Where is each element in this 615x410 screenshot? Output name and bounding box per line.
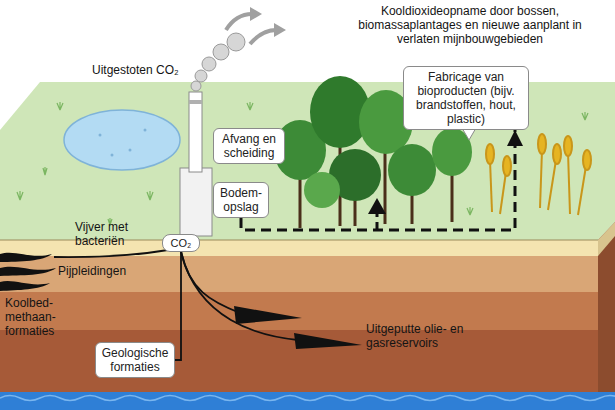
box-text: Geologische formaties	[99, 346, 171, 374]
pipeline-label: Pijpleidingen	[58, 264, 158, 278]
coalbed-label: Koolbed- methaan- formaties	[5, 296, 69, 338]
reservoir-label: Uitgeputte olie- en gasreservoirs	[366, 322, 466, 350]
box-text: Afvang en scheiding	[217, 132, 281, 160]
capture-callout-box: Afvang en scheiding	[213, 128, 285, 164]
product-callout-box: Fabricage van bioproducten (bijv. brands…	[403, 66, 529, 130]
pond-label: Vijver met bacteriën	[75, 220, 147, 248]
storage-callout-box: Bodem- opslag	[213, 182, 269, 218]
uptake-caption: Kooldioxideopname door bossen, biomassap…	[352, 4, 588, 46]
geology-callout-box: Geologische formaties	[95, 342, 175, 378]
emission-label: Uitgestoten CO₂	[92, 63, 192, 77]
box-text: Bodem- opslag	[217, 186, 265, 214]
box-text: CO₂	[165, 236, 197, 250]
co2-box: CO₂	[162, 234, 200, 252]
box-text: Fabricage van bioproducten (bijv. brands…	[407, 70, 525, 126]
pipeline-connector	[175, 252, 181, 360]
